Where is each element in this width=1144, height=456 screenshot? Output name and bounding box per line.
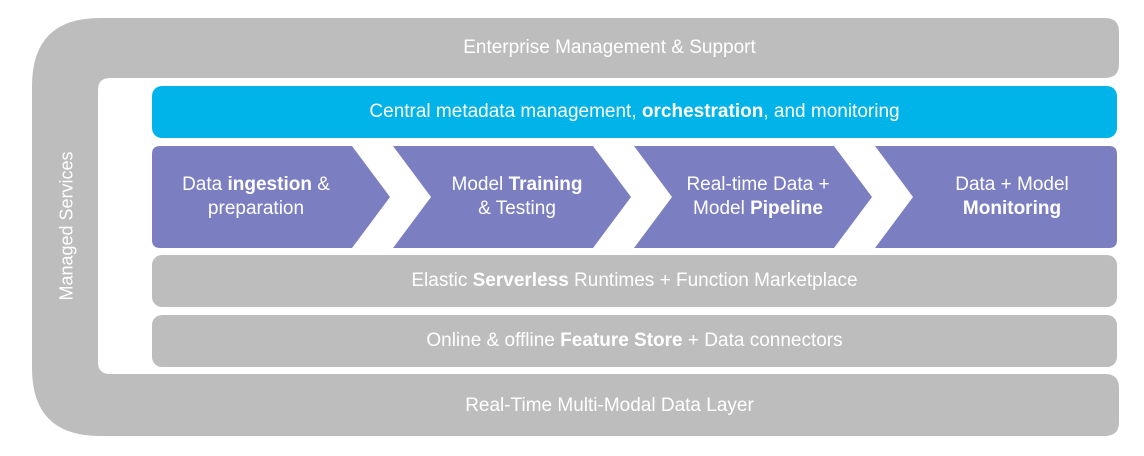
data-layer-label: Real-Time Multi-Modal Data Layer bbox=[465, 395, 754, 416]
feature-store-label: Online & offline Feature Store + Data co… bbox=[426, 330, 843, 351]
central-label: Central metadata management, orchestrati… bbox=[369, 101, 900, 122]
enterprise-layer: Enterprise Management & Support bbox=[100, 18, 1119, 78]
data-layer: Real-Time Multi-Modal Data Layer bbox=[100, 376, 1119, 436]
serverless-label: Elastic Serverless Runtimes + Function M… bbox=[411, 270, 858, 291]
step-model-training: Model Training & Testing bbox=[393, 146, 631, 248]
step-monitoring: Data + Model Monitoring bbox=[875, 146, 1117, 248]
step-realtime-pipeline: Real-time Data + Model Pipeline bbox=[634, 146, 872, 248]
serverless-layer: Elastic Serverless Runtimes + Function M… bbox=[152, 255, 1117, 307]
feature-store-layer: Online & offline Feature Store + Data co… bbox=[152, 315, 1117, 367]
step-data-ingestion: Data ingestion & preparation bbox=[152, 146, 390, 248]
central-layer: Central metadata management, orchestrati… bbox=[152, 86, 1117, 138]
enterprise-label: Enterprise Management & Support bbox=[463, 37, 756, 58]
managed-services-label: Managed Services bbox=[56, 151, 77, 301]
